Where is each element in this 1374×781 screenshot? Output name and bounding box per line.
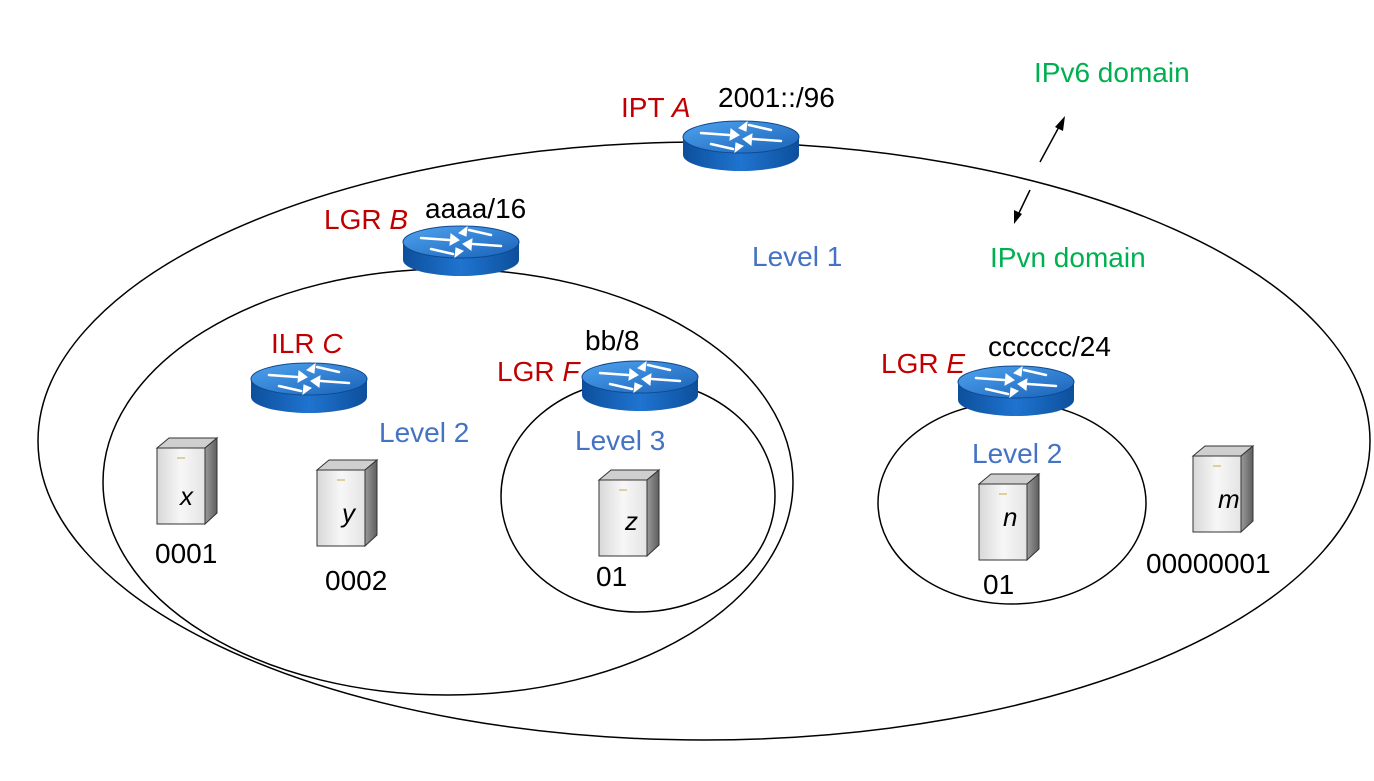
- router-e-icon: [956, 364, 1076, 418]
- router-b-label: LGR B: [324, 204, 408, 235]
- router-f-label: LGR F: [497, 356, 581, 387]
- host-n-address: 01: [983, 569, 1014, 600]
- router-b-icon: [401, 224, 521, 278]
- router-f-prefix: bb/8: [585, 325, 640, 356]
- router-b-prefix: aaaa/16: [425, 193, 526, 224]
- host-x-address: 0001: [155, 538, 217, 569]
- host-x-name: x: [178, 481, 194, 511]
- router-a-icon: [681, 119, 801, 173]
- router-e-prefix: cccccc/24: [988, 331, 1111, 362]
- ipv6-domain-label: IPv6 domain: [1034, 57, 1190, 88]
- router-c-icon: [249, 361, 369, 415]
- router-f-icon: [580, 359, 700, 413]
- level2-right-label: Level 2: [972, 438, 1062, 469]
- host-z-address: 01: [596, 561, 627, 592]
- host-z-name: z: [624, 506, 638, 536]
- router-a-label: IPT A: [621, 92, 691, 123]
- level2-left-label: Level 2: [379, 417, 469, 448]
- host-m-address: 00000001: [1146, 548, 1271, 579]
- host-y-address: 0002: [325, 565, 387, 596]
- ipvn-domain-label: IPvn domain: [990, 242, 1146, 273]
- domain-arrow: [1014, 116, 1065, 224]
- router-e-label: LGR E: [881, 348, 965, 379]
- router-a-prefix: 2001::/96: [718, 82, 835, 113]
- level3-label: Level 3: [575, 425, 665, 456]
- router-c-label: ILR C: [271, 328, 343, 359]
- host-n-name: n: [1003, 502, 1017, 532]
- level1-label: Level 1: [752, 241, 842, 272]
- host-y-name: y: [340, 498, 357, 528]
- host-m-name: m: [1218, 484, 1240, 514]
